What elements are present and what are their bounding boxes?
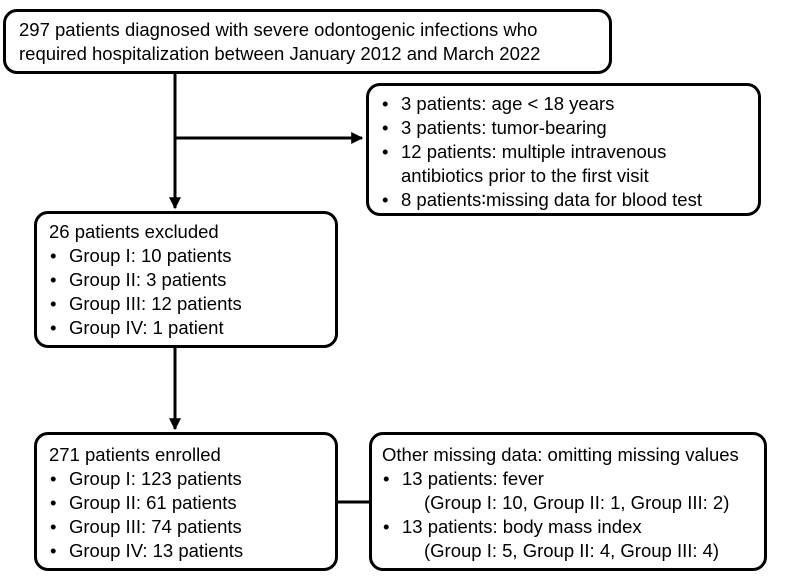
excluded-group-iii: Group III: 12 patients bbox=[49, 292, 325, 316]
excluded-group-i: Group I: 10 patients bbox=[49, 244, 325, 268]
excluded-title: 26 patients excluded bbox=[49, 221, 219, 242]
enrolled-patients-box: 271 patients enrolled Group I: 123 patie… bbox=[34, 432, 338, 571]
excluded-patients-box: 26 patients excluded Group I: 10 patient… bbox=[34, 211, 338, 348]
enrolled-title: 271 patients enrolled bbox=[49, 444, 221, 465]
exclusion-item-tumor: 3 patients: tumor-bearing bbox=[381, 116, 750, 140]
exclusion-item-antibiotics: 12 patients: multiple intravenous antibi… bbox=[381, 140, 750, 188]
exclusion-item-antibiotics-line-1: 12 patients: multiple intravenous bbox=[401, 141, 667, 162]
enrolled-group-i: Group I: 123 patients bbox=[49, 467, 325, 491]
exclusion-criteria-list: 3 patients: age < 18 years 3 patients: t… bbox=[381, 92, 750, 212]
enrolled-group-iv: Group IV: 13 patients bbox=[49, 539, 325, 563]
excluded-group-ii: Group II: 3 patients bbox=[49, 268, 325, 292]
exclusion-item-age: 3 patients: age < 18 years bbox=[381, 92, 750, 116]
missing-fever-detail: (Group I: 10, Group II: 1, Group III: 2) bbox=[424, 492, 730, 513]
initial-patients-line-2: required hospitalization between January… bbox=[19, 43, 541, 64]
missing-fever-item: 13 patients: fever (Group I: 10, Group I… bbox=[382, 467, 756, 515]
enrolled-group-ii: Group II: 61 patients bbox=[49, 491, 325, 515]
enrolled-groups-list: Group I: 123 patients Group II: 61 patie… bbox=[49, 467, 325, 563]
missing-bmi-item: 13 patients: body mass index (Group I: 5… bbox=[382, 515, 756, 563]
missing-data-title: Other missing data: omitting missing val… bbox=[382, 444, 739, 465]
excluded-group-iv: Group IV: 1 patient bbox=[49, 316, 325, 340]
missing-fever-label: 13 patients: fever bbox=[402, 468, 544, 489]
enrolled-group-iii: Group III: 74 patients bbox=[49, 515, 325, 539]
exclusion-item-blood-test: 8 patients∶missing data for blood test bbox=[381, 188, 750, 212]
missing-data-list: 13 patients: fever (Group I: 10, Group I… bbox=[382, 467, 756, 563]
exclusion-criteria-box: 3 patients: age < 18 years 3 patients: t… bbox=[366, 83, 761, 216]
missing-data-box: Other missing data: omitting missing val… bbox=[369, 432, 767, 571]
missing-bmi-detail: (Group I: 5, Group II: 4, Group III: 4) bbox=[424, 540, 720, 561]
missing-bmi-label: 13 patients: body mass index bbox=[402, 516, 642, 537]
initial-patients-box: 297 patients diagnosed with severe odont… bbox=[3, 9, 612, 74]
exclusion-item-antibiotics-line-2: antibiotics prior to the first visit bbox=[401, 165, 649, 186]
initial-patients-line-1: 297 patients diagnosed with severe odont… bbox=[19, 19, 538, 40]
excluded-groups-list: Group I: 10 patients Group II: 3 patient… bbox=[49, 244, 325, 340]
